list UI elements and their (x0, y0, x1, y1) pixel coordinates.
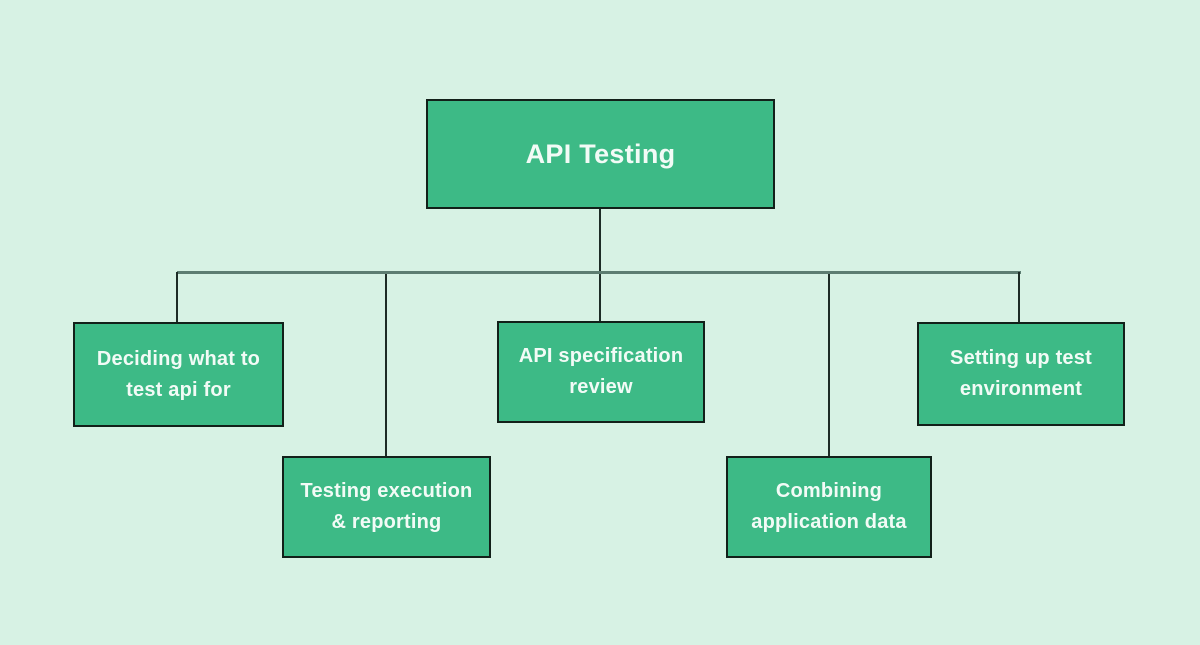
node-testing-execution-reporting: Testing execution & reporting (282, 456, 491, 558)
node-api-specification-review: API specification review (497, 321, 705, 423)
node-label-line: Setting up test (950, 347, 1092, 369)
node-setting-up-test-environment: Setting up test environment (917, 322, 1125, 426)
node-label-line: & reporting (331, 511, 442, 533)
connector-drop-testing-execution (385, 274, 387, 456)
connector-bus (177, 271, 1021, 274)
node-label-line: review (569, 376, 633, 398)
node-deciding-what-to-test: Deciding what to test api for (73, 322, 284, 427)
connector-drop-deciding (176, 272, 178, 322)
node-label-line: test api for (126, 378, 231, 401)
node-label-line: Testing execution (300, 480, 473, 502)
connector-drop-api-specification (599, 274, 601, 321)
node-label-line: application data (751, 511, 907, 533)
node-api-testing: API Testing (426, 99, 775, 209)
node-label-line: Combining (775, 480, 883, 502)
node-combining-application-data: Combining application data (726, 456, 932, 558)
node-label-line: API specification (518, 345, 684, 367)
node-label: API Testing (525, 138, 676, 169)
connector-drop-test-environment (1018, 272, 1020, 322)
node-label-line: environment (959, 378, 1083, 400)
node-label-line: Deciding what to (96, 347, 261, 370)
connector-drop-combining-data (828, 274, 830, 456)
connector-root-drop (599, 209, 601, 273)
